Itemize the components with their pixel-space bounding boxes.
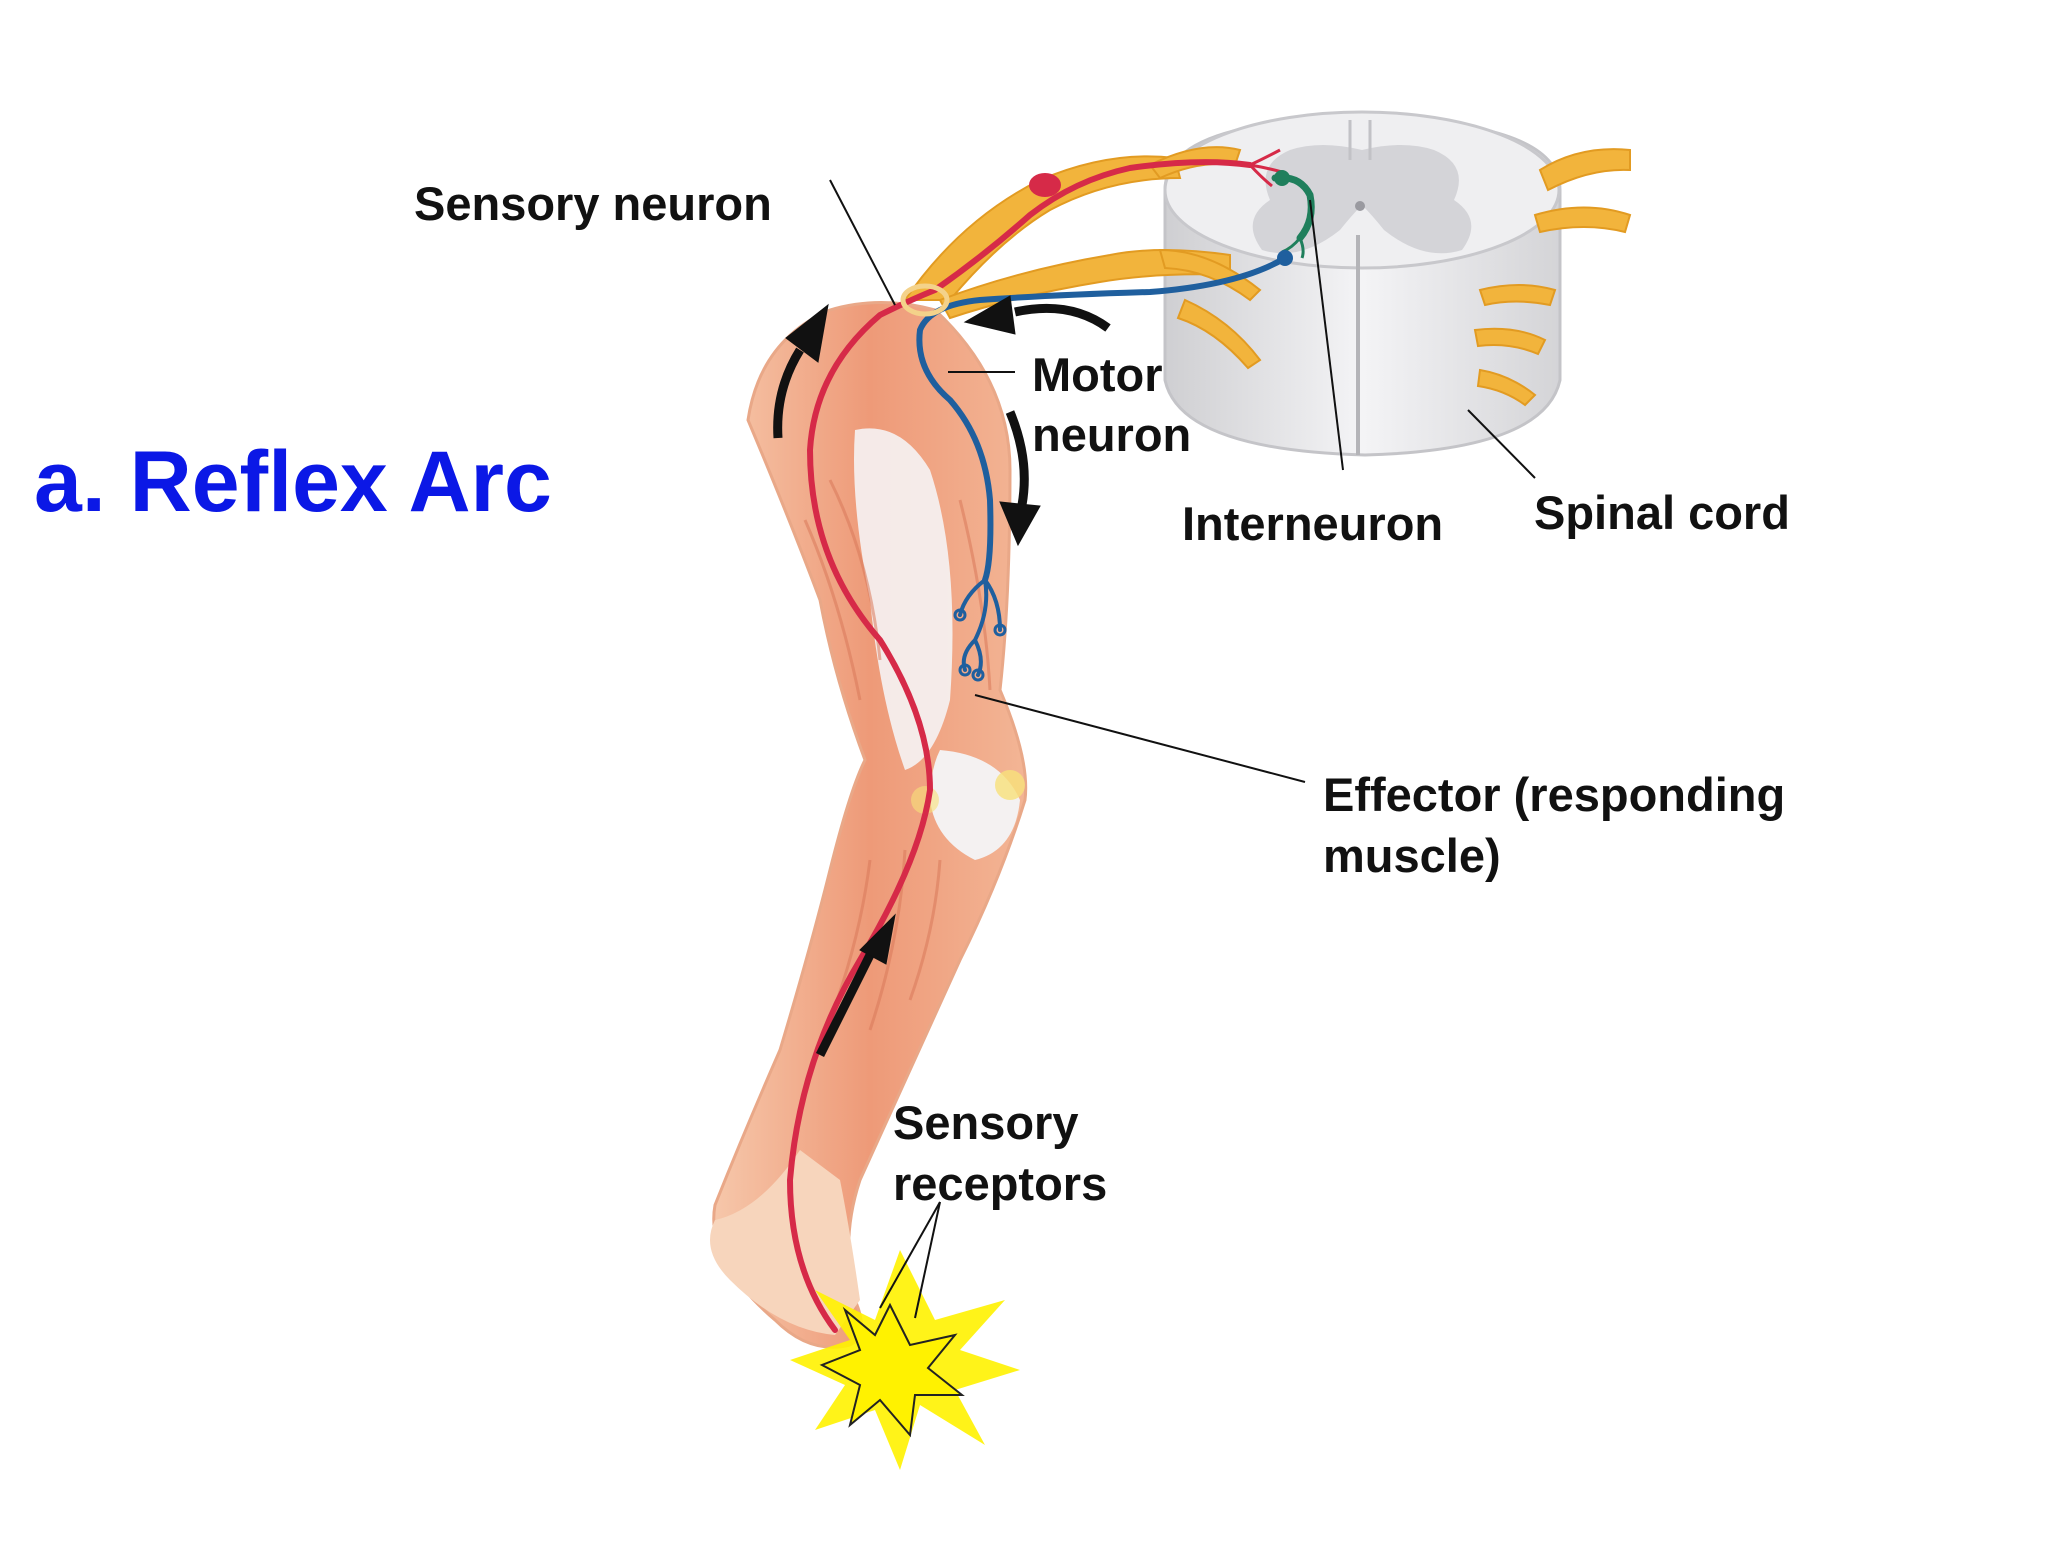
leader-lines	[829, 179, 1536, 1319]
direction-arrows	[773, 295, 1111, 1058]
label-motor-neuron-line1: Motor	[1032, 348, 1163, 401]
label-sensory-neuron: Sensory neuron	[414, 177, 772, 230]
leg	[710, 301, 1028, 1349]
stimulus-burst	[790, 1250, 1020, 1470]
label-sensory-receptors-line1: Sensory	[893, 1096, 1079, 1149]
spinal-nerve-ring	[900, 283, 950, 317]
label-spinal-cord: Spinal cord	[1534, 486, 1790, 539]
label-sensory-receptors-line2: receptors	[893, 1157, 1108, 1210]
motor-neuron	[916, 250, 1293, 682]
interneuron-cell	[1271, 170, 1315, 259]
label-interneuron: Interneuron	[1182, 497, 1444, 550]
spinal-cord	[1163, 110, 1562, 457]
label-effector-line2: muscle)	[1323, 829, 1501, 882]
label-motor-neuron-line2: neuron	[1032, 408, 1192, 461]
diagram-title: a. Reflex Arc	[34, 434, 552, 530]
label-effector-line1: Effector (responding	[1323, 768, 1786, 821]
